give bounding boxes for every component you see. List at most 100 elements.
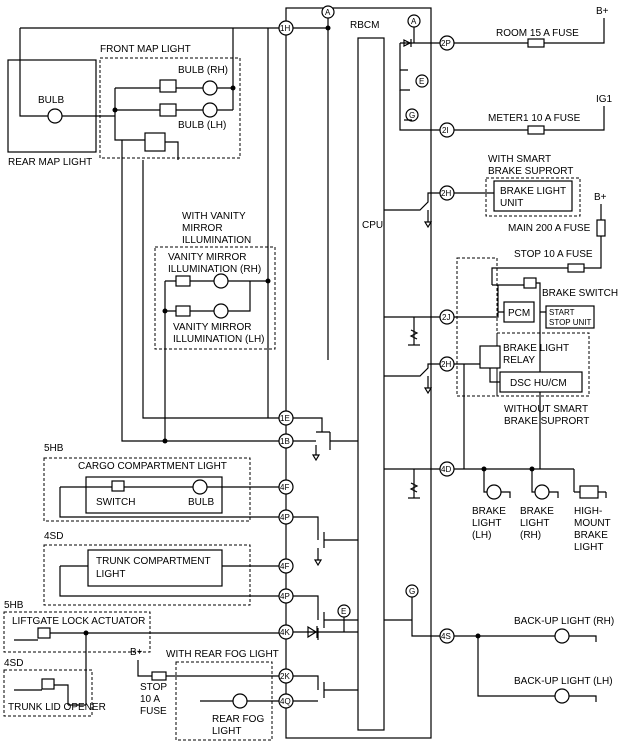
brake-lh-label-1: BRAKE bbox=[472, 506, 506, 517]
bulb-icon bbox=[534, 484, 550, 500]
terminal-2i: 2I bbox=[439, 122, 455, 138]
switch-icon bbox=[37, 627, 51, 639]
brake-relay bbox=[479, 345, 501, 369]
junction bbox=[162, 438, 168, 444]
with-rear-fog-label: WITH REAR FOG LIGHT bbox=[166, 649, 279, 660]
wire-2j-internal bbox=[384, 316, 440, 345]
without-smart-label-2: BRAKE SUPRORT bbox=[504, 416, 589, 427]
trunk-opener-label: TRUNK LID OPENER bbox=[8, 702, 106, 713]
junction bbox=[529, 466, 535, 472]
fuse-icon bbox=[151, 671, 167, 681]
ref-e-bottom: E bbox=[337, 604, 351, 618]
vanity-rh-label-1: VANITY MIRROR bbox=[168, 252, 247, 263]
terminal-4p-trunk: 4P bbox=[278, 588, 294, 604]
dsc-label: DSC HU/CM bbox=[510, 378, 567, 389]
terminal-2h-relay: 2H bbox=[439, 356, 455, 372]
junction bbox=[83, 630, 89, 636]
terminal-4s: 4S bbox=[439, 628, 455, 644]
with-smart-label-2: BRAKE SUPRORT bbox=[488, 166, 573, 177]
bulb-icon bbox=[554, 688, 570, 704]
switch-icon bbox=[159, 79, 177, 93]
svg-text:1H: 1H bbox=[280, 24, 290, 33]
ref-g-bottom: G bbox=[405, 584, 419, 598]
brake-light-unit bbox=[493, 180, 573, 212]
cpu-block bbox=[357, 37, 385, 731]
high-mount-label-1: HIGH- bbox=[574, 506, 602, 517]
svg-text:2P: 2P bbox=[441, 39, 451, 48]
b-plus-main: B+ bbox=[594, 192, 607, 203]
diode-4k bbox=[307, 625, 318, 639]
svg-text:4F: 4F bbox=[280, 483, 289, 492]
brake-grounds bbox=[501, 491, 607, 498]
junction bbox=[325, 25, 331, 31]
mosfet-4p-cargo bbox=[293, 516, 358, 560]
bulb-icon bbox=[192, 479, 208, 495]
switch-icon bbox=[175, 275, 191, 287]
relay-wiring bbox=[454, 363, 500, 469]
fuse-icon bbox=[596, 219, 606, 237]
stop-fuse-b-2: 10 A bbox=[140, 694, 160, 705]
terminal-4p-cargo: 4P bbox=[278, 509, 294, 525]
svg-text:2H: 2H bbox=[441, 360, 451, 369]
cargo-light-box bbox=[43, 457, 251, 522]
vanity-mirror-box bbox=[154, 246, 276, 350]
junction bbox=[265, 278, 271, 284]
high-mount-label-3: BRAKE bbox=[574, 530, 608, 541]
switch-icon bbox=[175, 305, 191, 317]
bulb-icon bbox=[202, 80, 218, 96]
terminal-4d: 4D bbox=[439, 461, 455, 477]
bulb-icon bbox=[47, 108, 63, 124]
terminal-4f-trunk: 4F bbox=[278, 558, 294, 574]
svg-text:4Q: 4Q bbox=[280, 697, 291, 706]
svg-text:G: G bbox=[409, 587, 415, 596]
cpu-label: CPU bbox=[362, 220, 383, 231]
trunk-light-label-1: TRUNK COMPARTMENT bbox=[96, 556, 211, 567]
mosfet-1b bbox=[293, 417, 358, 455]
cargo-light-label: CARGO COMPARTMENT LIGHT bbox=[78, 461, 227, 472]
wire-4s-internal bbox=[384, 597, 440, 637]
terminal-1e: 1E bbox=[278, 410, 294, 426]
mosfet-4p-trunk bbox=[293, 595, 358, 640]
brake-lh-label-2: LIGHT bbox=[472, 518, 501, 529]
svg-text:G: G bbox=[409, 111, 415, 120]
with-vanity-label-1: WITH VANITY bbox=[182, 211, 246, 222]
rear-fog-label-2: LIGHT bbox=[212, 726, 241, 737]
bulb-icon bbox=[213, 273, 229, 289]
hb5-label-cargo: 5HB bbox=[44, 443, 64, 454]
b-plus-top: B+ bbox=[596, 6, 609, 17]
start-stop-label-1: START bbox=[549, 308, 575, 317]
brake-rh-label-1: BRAKE bbox=[520, 506, 554, 517]
ref-e-top: E bbox=[415, 74, 429, 88]
ground-arrow bbox=[423, 221, 433, 229]
without-smart-label-1: WITHOUT SMART bbox=[504, 404, 588, 415]
terminal-2k: 2K bbox=[278, 668, 294, 684]
room-fuse-label: ROOM 15 A FUSE bbox=[496, 28, 579, 39]
cargo-bulb-label: BULB bbox=[188, 497, 214, 508]
junction bbox=[230, 85, 236, 91]
terminal-1b: 1B bbox=[278, 433, 294, 449]
ig1-label: IG1 bbox=[596, 94, 613, 105]
ground-arrow bbox=[311, 454, 321, 462]
ground-arrow bbox=[423, 387, 433, 395]
switch-icon bbox=[523, 277, 537, 289]
brake-lh-label-3: (LH) bbox=[472, 530, 491, 541]
wire-2i-internal bbox=[399, 90, 440, 131]
high-mount-label-4: LIGHT bbox=[574, 542, 603, 553]
vanity-lh-label-2: ILLUMINATION (LH) bbox=[173, 334, 265, 345]
hb5-label-liftgate: 5HB bbox=[4, 600, 24, 611]
svg-text:4S: 4S bbox=[441, 632, 451, 641]
start-stop-label-2: STOP UNIT bbox=[549, 318, 591, 327]
bulb-rh-label: BULB (RH) bbox=[178, 65, 228, 76]
switch-icon bbox=[144, 132, 166, 152]
wire-2p-internal bbox=[399, 27, 440, 91]
trunk-light-inner bbox=[87, 549, 223, 587]
rear-fog-label-1: REAR FOG bbox=[212, 714, 264, 725]
fog-feed-wiring bbox=[137, 660, 279, 677]
svg-text:A: A bbox=[411, 17, 417, 26]
rear-map-wiring bbox=[19, 60, 115, 117]
front-map-light-box bbox=[99, 57, 241, 159]
front-map-wiring bbox=[19, 27, 279, 160]
rear-bulb-label: BULB bbox=[38, 95, 64, 106]
liftgate-label: LIFTGATE LOCK ACTUATOR bbox=[12, 616, 145, 627]
